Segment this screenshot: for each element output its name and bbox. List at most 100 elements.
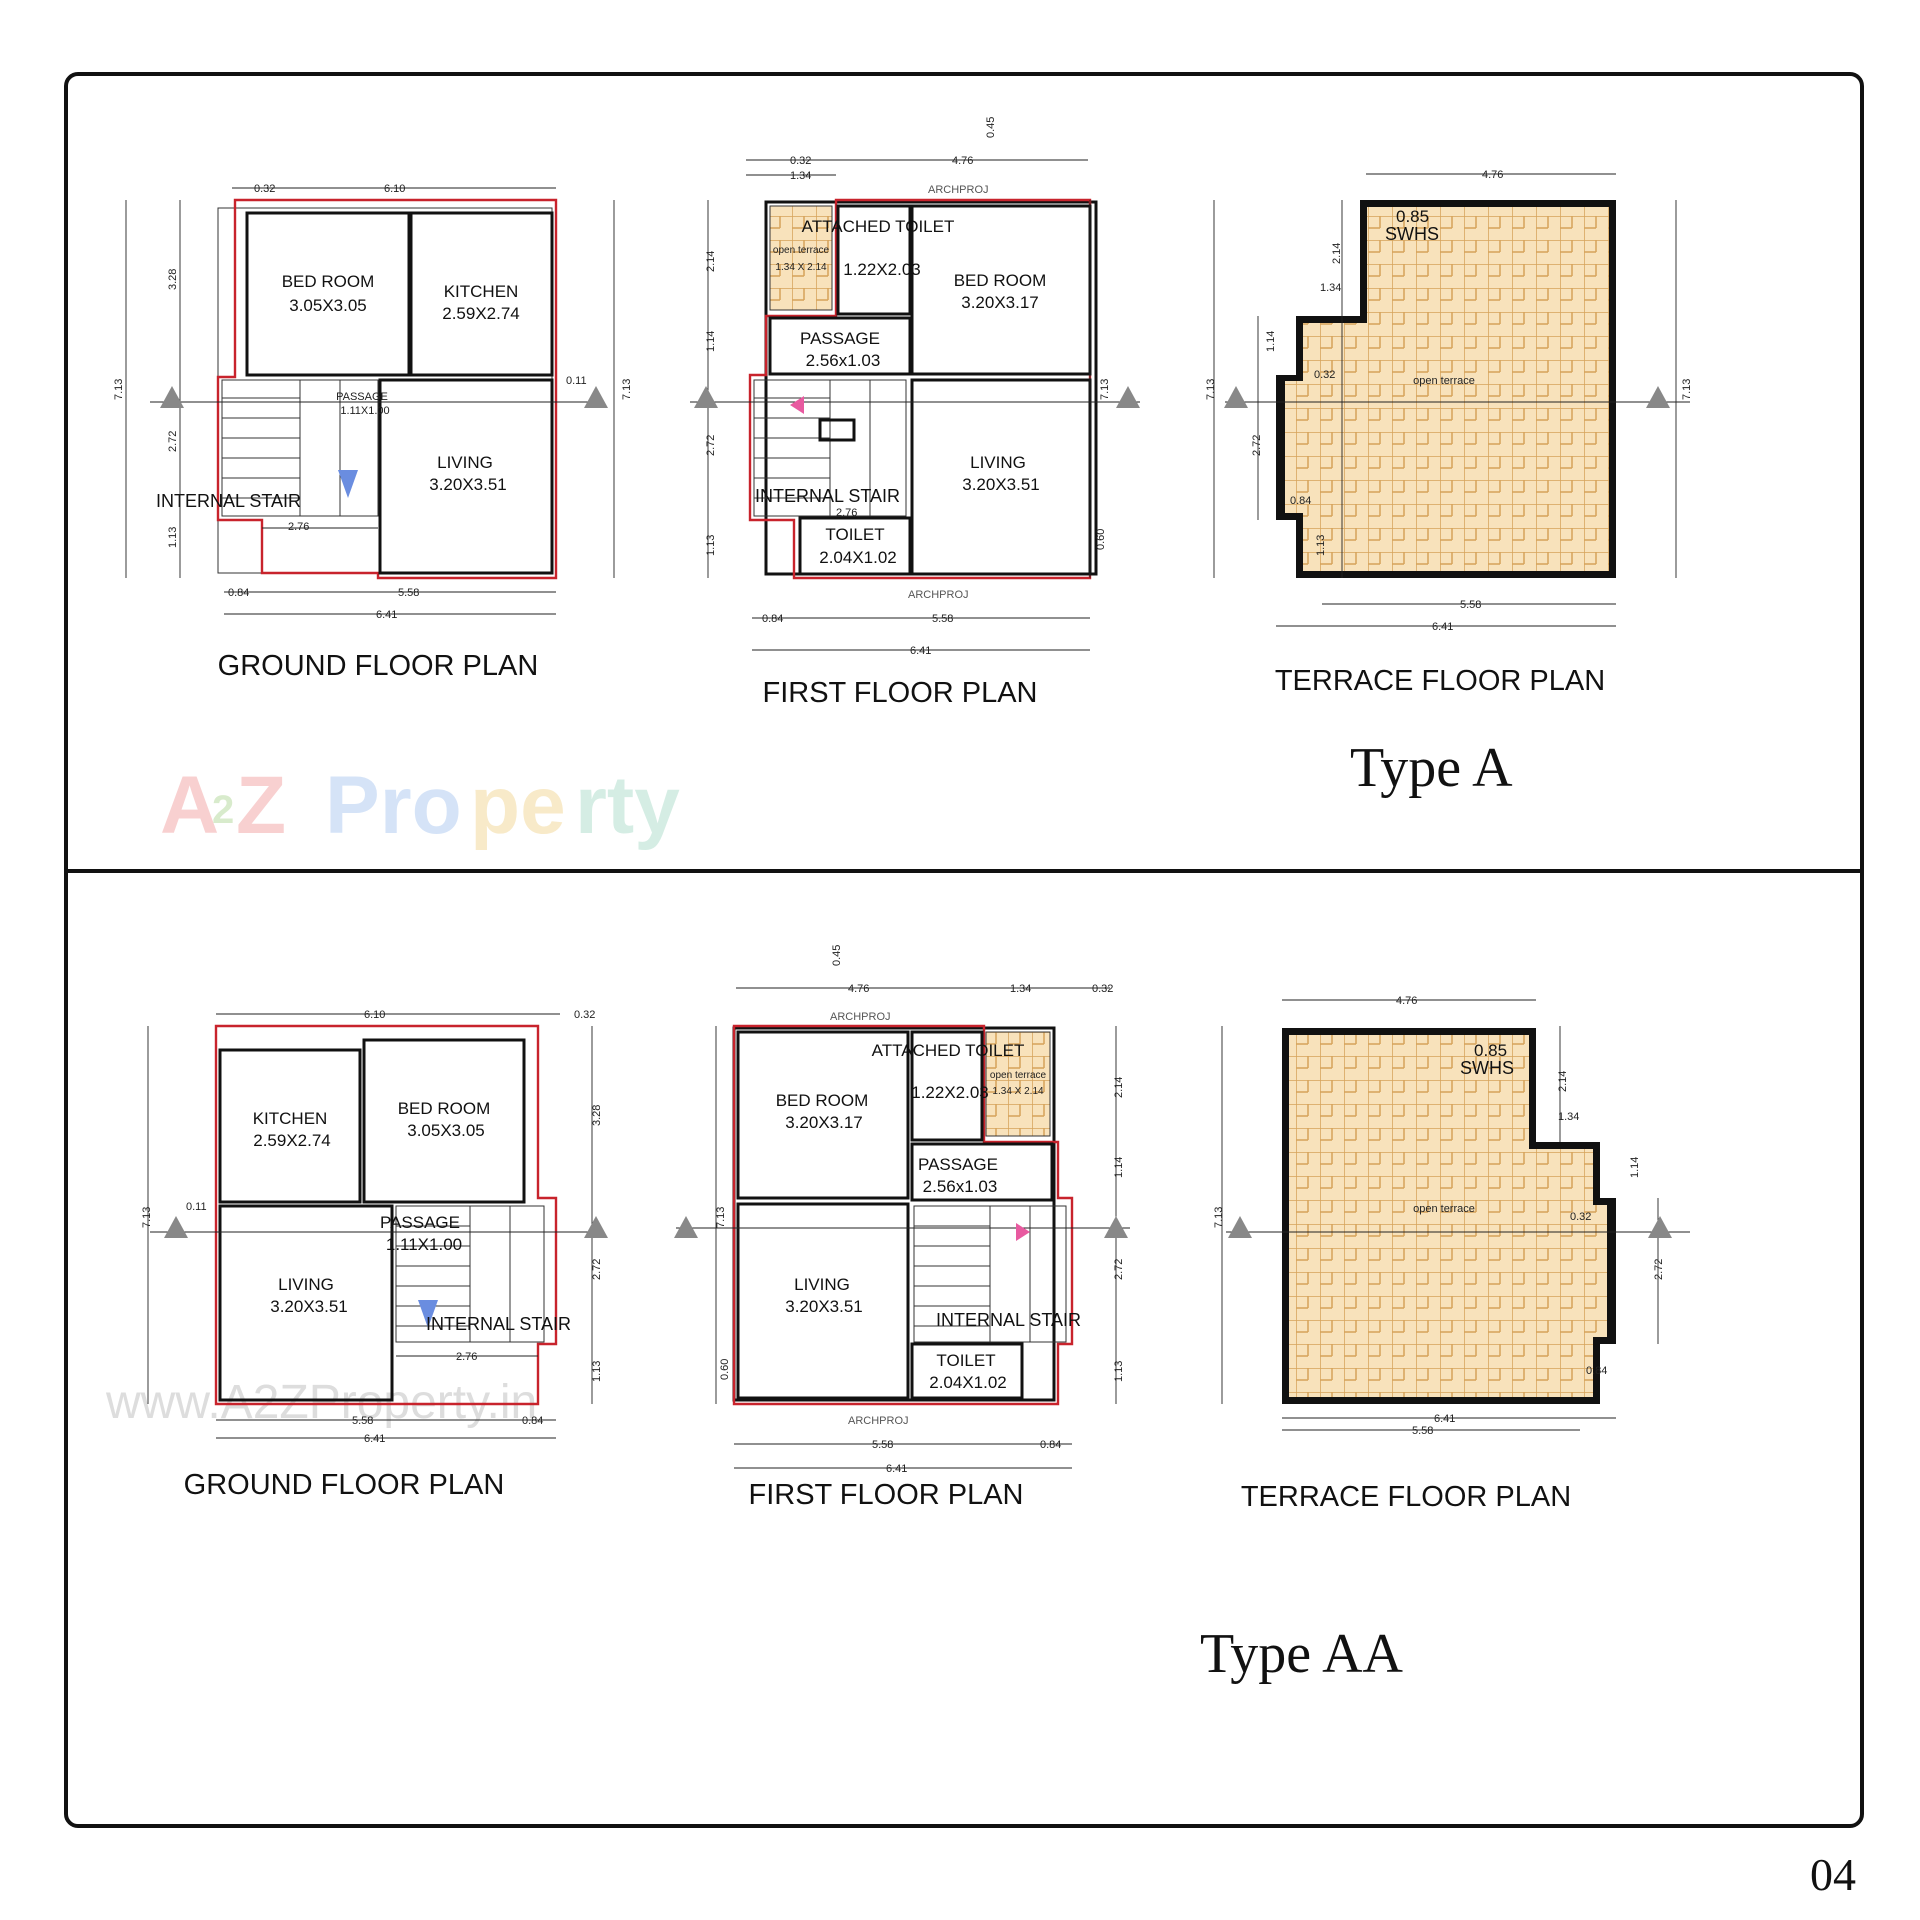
dim: 2.72 — [705, 435, 717, 456]
dim: 5.58 — [398, 587, 419, 599]
room-name: PASSAGE — [918, 1155, 998, 1174]
room-name: BED ROOM — [282, 272, 375, 291]
dim: 2.72 — [1113, 1259, 1125, 1280]
dim: 7.13 — [113, 379, 125, 400]
plan-title: TERRACE FLOOR PLAN — [1275, 665, 1605, 697]
type-aa-first-plan: BED ROOM 3.20X3.17 ATTACHED TOILET 1.22X… — [674, 945, 1130, 1511]
room-name: TOILET — [936, 1351, 995, 1370]
dim: 2.72 — [1653, 1259, 1665, 1280]
dim: 6.41 — [364, 1433, 385, 1445]
dim: 5.58 — [872, 1439, 893, 1451]
room-size: 2.56x1.03 — [923, 1177, 998, 1196]
type-aa-ground-plan: KITCHEN 2.59X2.74 BED ROOM 3.05X3.05 PAS… — [141, 1009, 608, 1501]
dim: 0.45 — [985, 117, 997, 138]
room-size: 3.05X3.05 — [289, 296, 367, 315]
dim: 0.32 — [790, 155, 811, 167]
dim: 1.14 — [1265, 331, 1277, 352]
room-name: KITCHEN — [253, 1109, 328, 1128]
dim: 0.60 — [1095, 529, 1107, 550]
dim: 1.14 — [1113, 1157, 1125, 1178]
room-size: 2.04X1.02 — [929, 1373, 1007, 1392]
dim: 5.58 — [352, 1415, 373, 1427]
dim: 7.13 — [1205, 379, 1217, 400]
room-size: 2.04X1.02 — [819, 548, 897, 567]
dim: 1.13 — [1113, 1361, 1125, 1382]
room-size: 2.56x1.03 — [806, 351, 881, 370]
dim: 7.13 — [621, 379, 633, 400]
room-size: 3.20X3.51 — [785, 1297, 863, 1316]
plan-title: FIRST FLOOR PLAN — [762, 677, 1037, 709]
svg-text:Pro: Pro — [325, 760, 462, 851]
dim: 2.14 — [1331, 243, 1343, 264]
archproj-tag: ARCHPROJ — [928, 184, 989, 196]
outer-frame — [64, 72, 1864, 1828]
section-marker-icon — [160, 386, 184, 408]
dim: 1.13 — [1315, 535, 1327, 556]
room-size: 3.20X3.17 — [785, 1113, 863, 1132]
dim: 6.41 — [910, 645, 931, 657]
dim: 5.58 — [1460, 599, 1481, 611]
dim: 0.85 — [1474, 1041, 1507, 1060]
section-marker-icon — [1116, 386, 1140, 408]
dim: 0.84 — [1040, 1439, 1061, 1451]
dim: 7.13 — [715, 1207, 727, 1228]
dim: 2.72 — [167, 431, 179, 452]
room-size: 1.34 X 2.14 — [775, 262, 827, 273]
section-marker-icon — [1648, 1216, 1672, 1238]
dim: 0.84 — [1290, 495, 1311, 507]
dim: 3.28 — [167, 269, 179, 290]
svg-text:A: A — [160, 760, 219, 851]
room-name: ATTACHED TOILET — [802, 217, 955, 236]
room-name: BED ROOM — [398, 1099, 491, 1118]
dim: 0.85 — [1396, 207, 1429, 226]
dim: 6.41 — [1434, 1413, 1455, 1425]
room-name: LIVING — [437, 453, 493, 472]
dim: 0.32 — [1314, 369, 1335, 381]
swhs-label: SWHS — [1460, 1058, 1514, 1078]
dim: 4.76 — [1482, 169, 1503, 181]
section-marker-icon — [584, 1216, 608, 1238]
room-name: open terrace — [773, 245, 830, 256]
dim: 1.14 — [705, 331, 717, 352]
room-size: 1.11X1.00 — [386, 1235, 462, 1254]
room-name: TOILET — [825, 525, 884, 544]
dim: 1.13 — [591, 1361, 603, 1382]
svg-text:rty: rty — [575, 760, 680, 851]
room-name: BED ROOM — [776, 1091, 869, 1110]
room-size: 1.11X1.00 — [340, 405, 389, 417]
dim: 0.60 — [719, 1359, 731, 1380]
dim: 1.13 — [167, 527, 179, 548]
archproj-tag: ARCHPROJ — [908, 589, 969, 601]
svg-text:pe: pe — [470, 760, 566, 851]
dim: 7.13 — [1099, 379, 1111, 400]
dim: 4.76 — [952, 155, 973, 167]
terrace-label: open terrace — [1413, 375, 1475, 387]
dim: 6.41 — [1432, 621, 1453, 633]
watermark-logo: A 2 Z Pro pe rty — [160, 760, 680, 851]
dim: 0.32 — [1092, 983, 1113, 995]
section-marker-icon — [694, 386, 718, 408]
dim: 0.32 — [1570, 1211, 1591, 1223]
room-size: 3.20X3.51 — [429, 475, 507, 494]
room-name: KITCHEN — [444, 282, 519, 301]
room-name: PASSAGE — [380, 1213, 460, 1232]
dim: 2.14 — [705, 251, 717, 272]
plan-title: TERRACE FLOOR PLAN — [1241, 1481, 1571, 1513]
watermark-url: www.A2ZProperty.in — [105, 1376, 537, 1429]
room-size: 1.34 X 2.14 — [992, 1086, 1044, 1097]
dim: 2.76 — [288, 521, 309, 533]
dim: 0.84 — [228, 587, 249, 599]
section-marker-icon — [1228, 1216, 1252, 1238]
dim: 0.11 — [186, 1201, 207, 1213]
plan-title: GROUND FLOOR PLAN — [218, 650, 539, 682]
room-size: 3.20X3.51 — [962, 475, 1040, 494]
room-name: BED ROOM — [954, 271, 1047, 290]
plan-title: FIRST FLOOR PLAN — [748, 1479, 1023, 1511]
page-number: 04 — [1810, 1849, 1856, 1900]
dim: 5.58 — [932, 613, 953, 625]
room-name: LIVING — [970, 453, 1026, 472]
room-size: 1.22X2.03 — [911, 1083, 989, 1102]
section-marker-icon — [1224, 386, 1248, 408]
room-name: LIVING — [794, 1275, 850, 1294]
